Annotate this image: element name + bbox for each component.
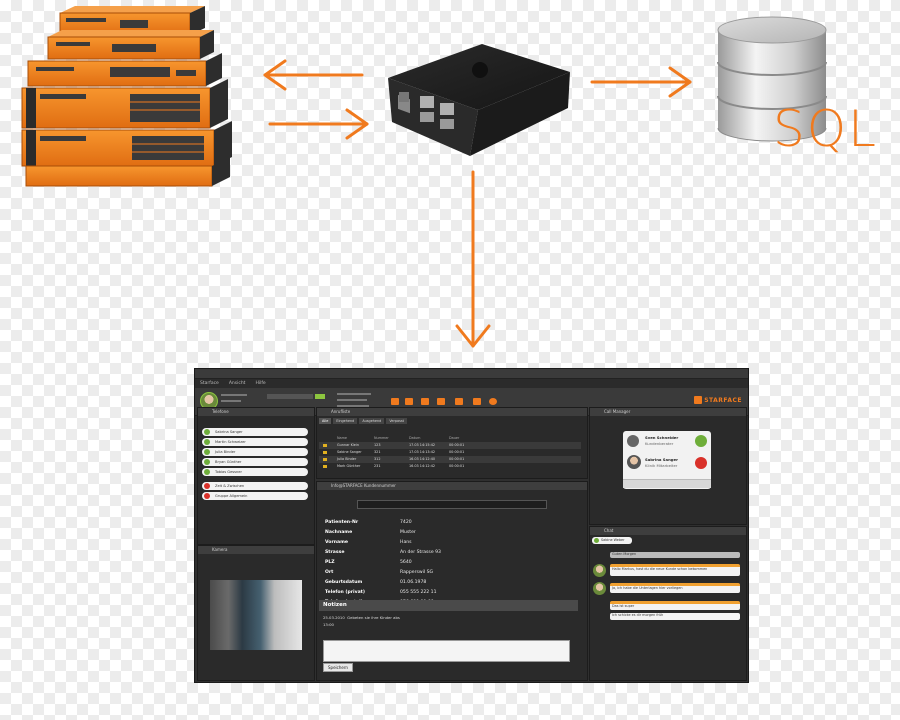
menu-item-starface[interactable]: Starface bbox=[200, 381, 219, 386]
caller-avatar bbox=[627, 455, 641, 469]
tab-alle[interactable]: Alle bbox=[319, 418, 332, 424]
chat-contact-tab[interactable]: Sabine Weber bbox=[592, 537, 632, 544]
chat-message: Hallo Markus, hast du die neue Kunde sch… bbox=[610, 564, 740, 576]
notes-header: Notizen bbox=[319, 600, 578, 611]
chat-message: Guten Morgen bbox=[610, 552, 740, 558]
note-entry: 25.03.2010 Gebeten sie ihre Kinder abs bbox=[323, 615, 400, 620]
menu-item-ansicht[interactable]: Ansicht bbox=[228, 381, 246, 386]
contact-item[interactable]: Martin Schweizer bbox=[202, 438, 308, 446]
calls-tabs: Alle Eingehend Ausgehend Verpasst bbox=[319, 418, 407, 424]
status-dot bbox=[204, 439, 210, 445]
toggle-icon[interactable] bbox=[391, 398, 399, 405]
gear-icon[interactable] bbox=[489, 398, 497, 405]
call-status-icon bbox=[323, 444, 327, 447]
patient-field: Telefon (privat)055 555 222 11 bbox=[325, 590, 437, 595]
status-dot bbox=[204, 469, 210, 475]
callmanager-panel-title: Call Manager bbox=[590, 408, 746, 416]
hangup-call-icon[interactable] bbox=[695, 457, 707, 469]
calendar-icon[interactable] bbox=[473, 398, 481, 405]
camera-panel: Kamera bbox=[197, 545, 315, 681]
table-row[interactable]: Sabine Sanger 321 17.03 14:13:42 00:00:0… bbox=[319, 449, 581, 456]
contacts-panel: Telefone Sabrina Sanger Martin Schweizer… bbox=[197, 407, 315, 545]
accept-call-icon[interactable] bbox=[695, 435, 707, 447]
contact-item[interactable]: Zeit & Zwischen bbox=[202, 482, 308, 490]
camera-feed-image bbox=[210, 580, 302, 650]
info-search-input[interactable] bbox=[357, 500, 547, 509]
starface-logo: STARFACE bbox=[694, 396, 742, 404]
arrow-pi-to-database bbox=[590, 66, 692, 98]
dial-button[interactable] bbox=[315, 394, 325, 399]
note-textarea[interactable] bbox=[323, 640, 570, 662]
save-button[interactable]: Speichern bbox=[323, 663, 353, 672]
sql-label: SQL bbox=[773, 100, 878, 158]
tab-verpasst[interactable]: Verpasst bbox=[386, 418, 407, 424]
tab-ausgehend[interactable]: Ausgehend bbox=[359, 418, 385, 424]
server-rack-icon bbox=[21, 6, 232, 187]
arrow-pi-to-app bbox=[455, 170, 491, 348]
contact-item[interactable]: Sabrina Sanger bbox=[202, 428, 308, 436]
info-panel-title: Info@STARFACE Kundennummer bbox=[317, 482, 587, 490]
calls-table-header: Name Nummer Datum Dauer bbox=[337, 436, 460, 440]
app-menubar: Starface Ansicht Hilfe bbox=[195, 379, 748, 388]
chat-avatar bbox=[593, 582, 606, 595]
arrow-server-to-pi bbox=[268, 108, 369, 140]
status-dot bbox=[204, 429, 210, 435]
table-row[interactable]: Mark Günther 231 16.03 14:12:42 00:00:01 bbox=[319, 463, 581, 470]
menu-item-hilfe[interactable]: Hilfe bbox=[255, 381, 266, 386]
contact-item[interactable]: Tobias Gessner bbox=[202, 468, 308, 476]
status-dot bbox=[204, 483, 210, 489]
call-status-icon bbox=[323, 451, 327, 454]
starface-logo-icon bbox=[694, 396, 703, 404]
calls-panel-title: Anrufliste bbox=[317, 408, 587, 416]
note-time: 13:00 bbox=[323, 622, 334, 627]
chat-message: Ich schicke es dir morgen früh bbox=[610, 613, 740, 620]
status-dot bbox=[594, 538, 599, 543]
status-dot bbox=[204, 459, 210, 465]
call-status-icon bbox=[323, 458, 327, 461]
chat-message: Das ist super bbox=[610, 601, 740, 610]
table-row[interactable]: Gunnar Klein 123 17.03 14:15:42 00:00:01 bbox=[319, 442, 581, 449]
camera-panel-title: Kamera bbox=[198, 546, 314, 554]
chat-avatar bbox=[593, 564, 606, 577]
phone-icon[interactable] bbox=[421, 398, 429, 405]
grid-icon[interactable] bbox=[437, 398, 445, 405]
contact-item[interactable]: Bryan Günther bbox=[202, 458, 308, 466]
app-titlebar bbox=[195, 369, 748, 379]
chat-message: Ja, ich habe die Unterlagen hier vorlieg… bbox=[610, 583, 740, 593]
call-status-icon bbox=[323, 465, 327, 468]
status-dot bbox=[204, 493, 210, 499]
tab-eingehend[interactable]: Eingehend bbox=[333, 418, 358, 424]
call-actions-bar bbox=[623, 479, 711, 488]
chat-panel-title: Chat bbox=[590, 527, 746, 535]
call-manager-card: Sven Schneider Kundenberater Sabrina San… bbox=[623, 431, 711, 489]
app-screenshot-window: Starface Ansicht Hilfe STARFACE Telefone… bbox=[194, 368, 749, 683]
folder-icon[interactable] bbox=[455, 398, 463, 405]
forward-icon[interactable] bbox=[405, 398, 413, 405]
contact-item[interactable]: Gruppe Allgemein bbox=[202, 492, 308, 500]
raspberry-pi-icon bbox=[388, 44, 570, 156]
contacts-panel-title: Telefone bbox=[198, 408, 314, 416]
table-row[interactable]: Julia Binder 312 16.03 14:12:40 00:00:01 bbox=[319, 456, 581, 463]
search-input[interactable] bbox=[267, 394, 313, 399]
database-icon bbox=[717, 16, 827, 142]
contact-item[interactable]: Julia Binder bbox=[202, 448, 308, 456]
arrow-pi-to-server bbox=[263, 59, 364, 91]
pause-icon[interactable] bbox=[627, 435, 639, 447]
status-dot bbox=[204, 449, 210, 455]
